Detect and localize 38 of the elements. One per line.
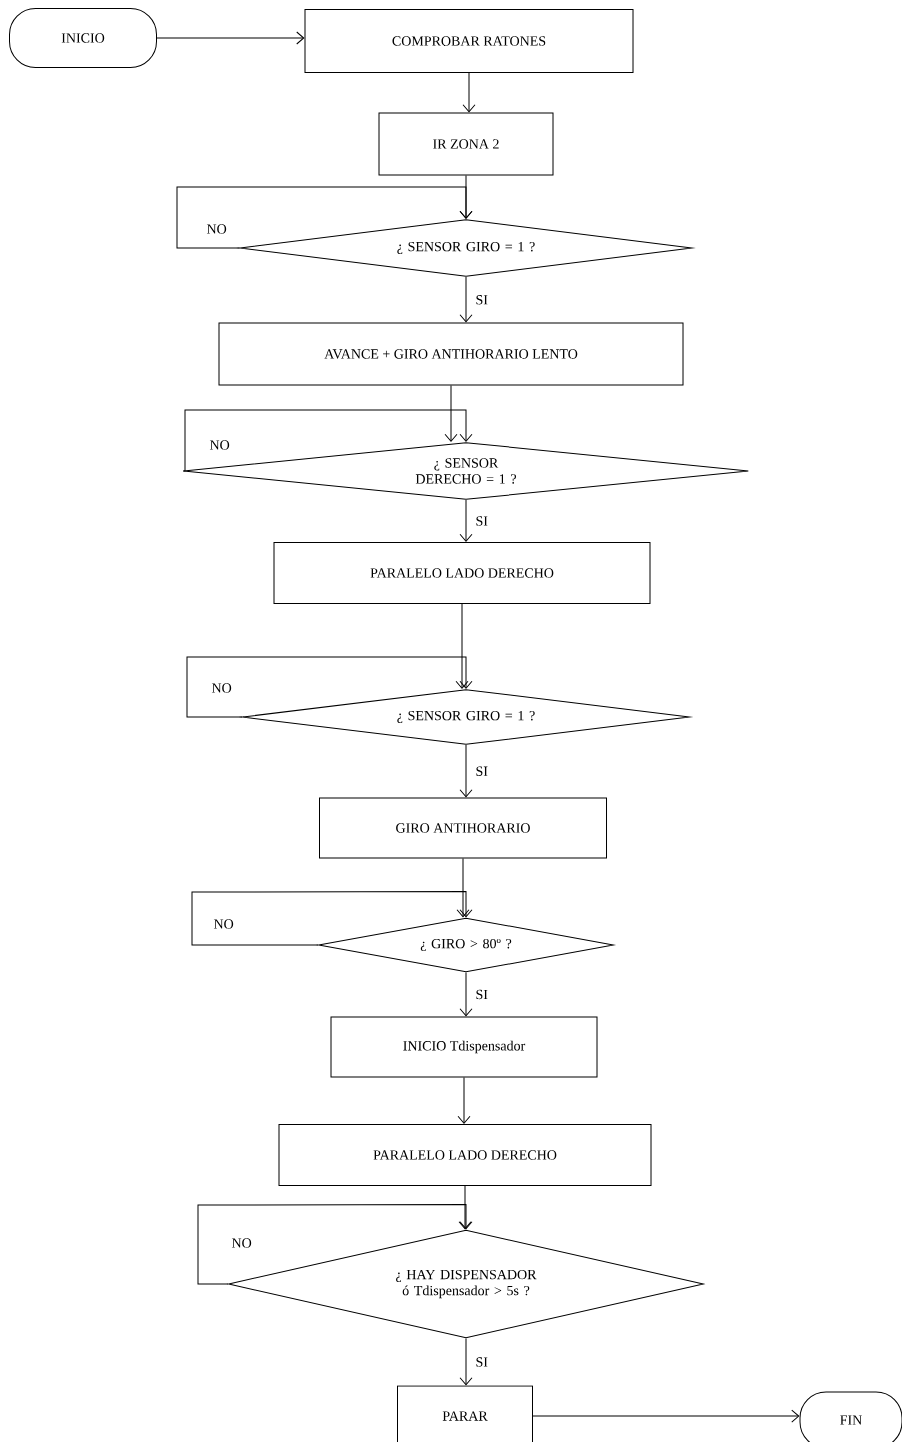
arrow — [459, 1338, 473, 1386]
process-box: COMPROBAR RATONES — [304, 9, 634, 73]
edge-label: SI — [474, 988, 489, 1001]
arrow — [444, 385, 458, 442]
edge-label: SI — [474, 1356, 489, 1368]
arrow — [191, 891, 473, 946]
terminal-box: INICIO — [9, 8, 157, 68]
arrow — [186, 656, 473, 718]
edge-label: NO — [210, 682, 233, 694]
edge-label: SI — [474, 515, 489, 527]
arrow — [532, 1409, 800, 1423]
arrow — [462, 72, 476, 113]
process-box: PARALELO LADO DERECHO — [278, 1124, 652, 1186]
arrow — [457, 1077, 471, 1124]
edge-label: NO — [208, 439, 231, 451]
edge-label: NO — [205, 223, 228, 235]
process-box: GIRO ANTIHORARIO — [319, 797, 607, 859]
process-box: INICIO Tdispensador — [330, 1016, 598, 1078]
arrow — [176, 186, 473, 249]
edge-label: SI — [474, 294, 489, 306]
arrow — [182, 409, 473, 472]
edge-label: SI — [474, 765, 489, 777]
arrow — [459, 276, 473, 323]
terminal-box: FIN — [799, 1391, 902, 1442]
arrow — [459, 499, 473, 542]
arrow — [459, 744, 473, 798]
arrow — [197, 1204, 473, 1285]
arrow — [455, 603, 469, 689]
process-box: IR ZONA 2 — [378, 112, 554, 176]
arrow — [458, 1185, 472, 1230]
edge-label: NO — [212, 918, 235, 930]
process-box: AVANCE + GIRO ANTIHORARIO LENTO — [218, 322, 684, 386]
process-box: PARAR — [397, 1385, 533, 1442]
arrow — [459, 972, 473, 1017]
edge-label: NO — [230, 1237, 253, 1249]
process-box: PARALELO LADO DERECHO — [273, 542, 651, 604]
arrow — [456, 858, 470, 918]
arrow — [156, 31, 305, 45]
